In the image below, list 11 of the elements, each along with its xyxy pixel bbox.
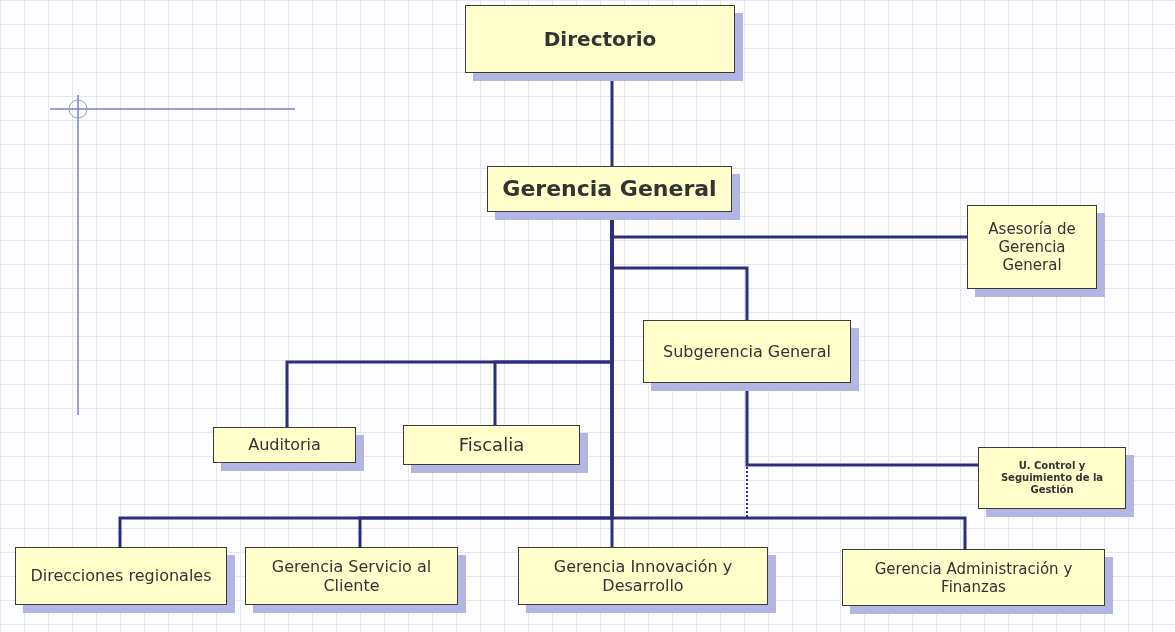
unit-name: Gerencia Innovación y Desarrollo — [552, 556, 734, 596]
unit-name: Fiscalia — [458, 434, 525, 456]
unit-name: Gerencia Servicio al Cliente — [270, 556, 433, 596]
unit-name: Asesoría de Gerencia General — [987, 220, 1077, 274]
unit-name: Gerencia General — [502, 175, 717, 203]
unit-name: Auditoria — [248, 435, 321, 455]
unit-name: Directorio — [543, 27, 657, 51]
unit-name: Gerencia Administración y Finanzas — [873, 559, 1074, 596]
unit-name: U. Control y Seguimiento de la Gestión — [999, 460, 1105, 496]
unit-name: Subgerencia General — [663, 341, 831, 362]
unit-name: Direcciones regionales — [30, 566, 212, 586]
